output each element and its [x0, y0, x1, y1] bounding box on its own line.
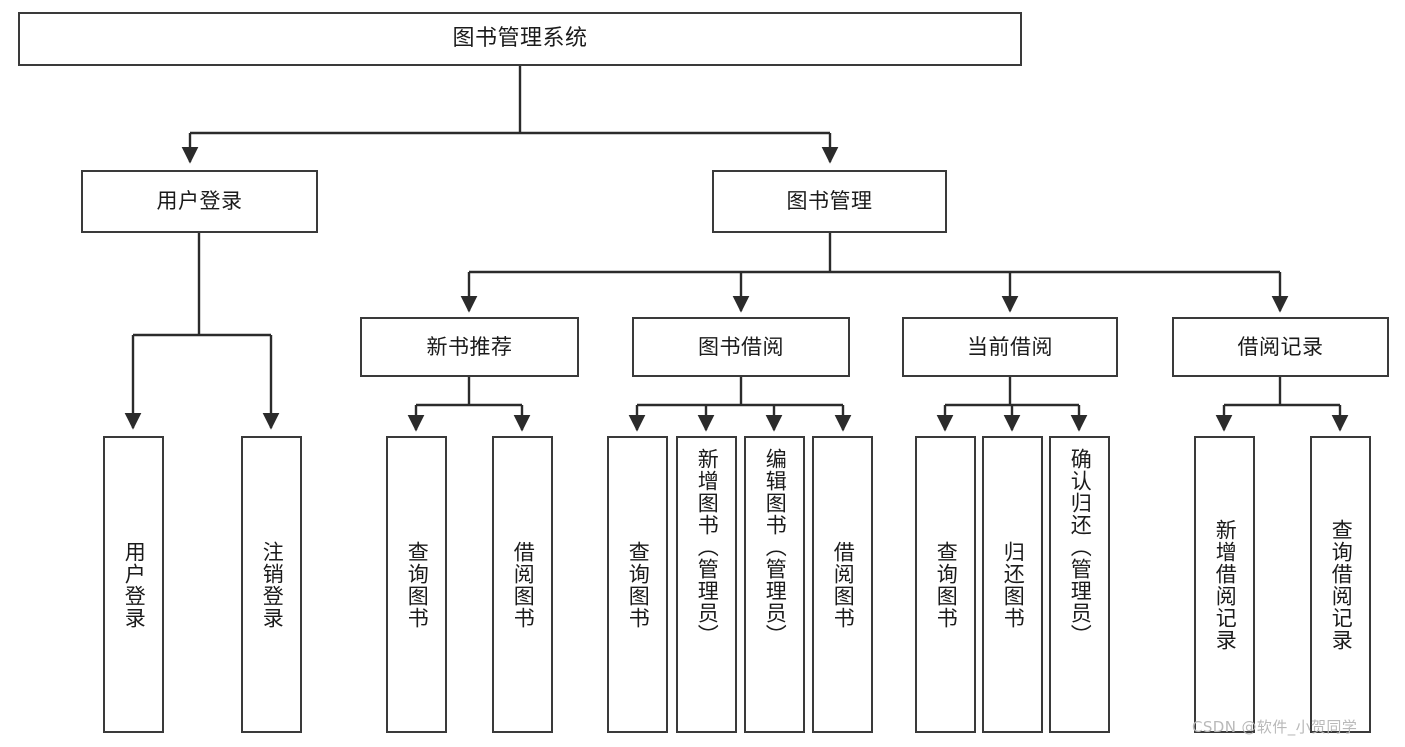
node-leaf-query-book-1[interactable]: 查询图书	[386, 436, 447, 733]
node-root-label: 图书管理系统	[452, 26, 588, 51]
node-leaf-logout-login[interactable]: 注销登录	[241, 436, 302, 733]
node-leaf-add-record[interactable]: 新增借阅记录	[1194, 436, 1255, 733]
node-leaf-logout-login-label: 注销登录	[260, 540, 285, 629]
node-current-borrow-label: 当前借阅	[967, 334, 1053, 359]
node-leaf-borrow-book-1[interactable]: 借阅图书	[492, 436, 553, 733]
watermark-text: CSDN @软件_小贺同学	[1192, 718, 1358, 736]
node-root[interactable]: 图书管理系统	[18, 12, 1022, 66]
node-current-borrow[interactable]: 当前借阅	[902, 317, 1118, 377]
node-leaf-query-book-2[interactable]: 查询图书	[607, 436, 668, 733]
node-leaf-user-login-label: 用户登录	[122, 540, 147, 629]
node-leaf-confirm-return-label: 确认归还（管理员）	[1068, 448, 1093, 646]
node-borrow-record-label: 借阅记录	[1237, 334, 1324, 359]
node-leaf-edit-book[interactable]: 编辑图书（管理员）	[744, 436, 805, 733]
node-leaf-add-record-label: 新增借阅记录	[1213, 518, 1238, 651]
node-leaf-borrow-book-1-label: 借阅图书	[511, 540, 536, 629]
node-leaf-confirm-return[interactable]: 确认归还（管理员）	[1049, 436, 1110, 733]
node-leaf-query-record[interactable]: 查询借阅记录	[1310, 436, 1371, 733]
node-new-book-recommend[interactable]: 新书推荐	[360, 317, 579, 377]
node-leaf-return-book[interactable]: 归还图书	[982, 436, 1043, 733]
node-leaf-query-book-3[interactable]: 查询图书	[915, 436, 976, 733]
node-leaf-add-book[interactable]: 新增图书（管理员）	[676, 436, 737, 733]
node-leaf-borrow-book-2[interactable]: 借阅图书	[812, 436, 873, 733]
node-book-manage[interactable]: 图书管理	[712, 170, 947, 233]
node-book-manage-label: 图书管理	[786, 189, 873, 213]
node-leaf-add-book-label: 新增图书（管理员）	[695, 448, 720, 646]
node-leaf-edit-book-label: 编辑图书（管理员）	[763, 448, 788, 646]
node-user-login[interactable]: 用户登录	[81, 170, 318, 233]
node-user-login-label: 用户登录	[156, 189, 243, 213]
node-leaf-query-book-3-label: 查询图书	[934, 540, 959, 629]
node-leaf-query-record-label: 查询借阅记录	[1329, 518, 1354, 651]
node-book-borrow-label: 图书借阅	[698, 334, 784, 359]
node-borrow-record[interactable]: 借阅记录	[1172, 317, 1389, 377]
node-leaf-borrow-book-2-label: 借阅图书	[831, 540, 856, 629]
node-leaf-user-login[interactable]: 用户登录	[103, 436, 164, 733]
node-book-borrow[interactable]: 图书借阅	[632, 317, 850, 377]
node-leaf-query-book-1-label: 查询图书	[405, 540, 430, 629]
node-new-book-recommend-label: 新书推荐	[426, 334, 513, 359]
node-leaf-query-book-2-label: 查询图书	[626, 540, 651, 629]
node-leaf-return-book-label: 归还图书	[1001, 540, 1026, 629]
